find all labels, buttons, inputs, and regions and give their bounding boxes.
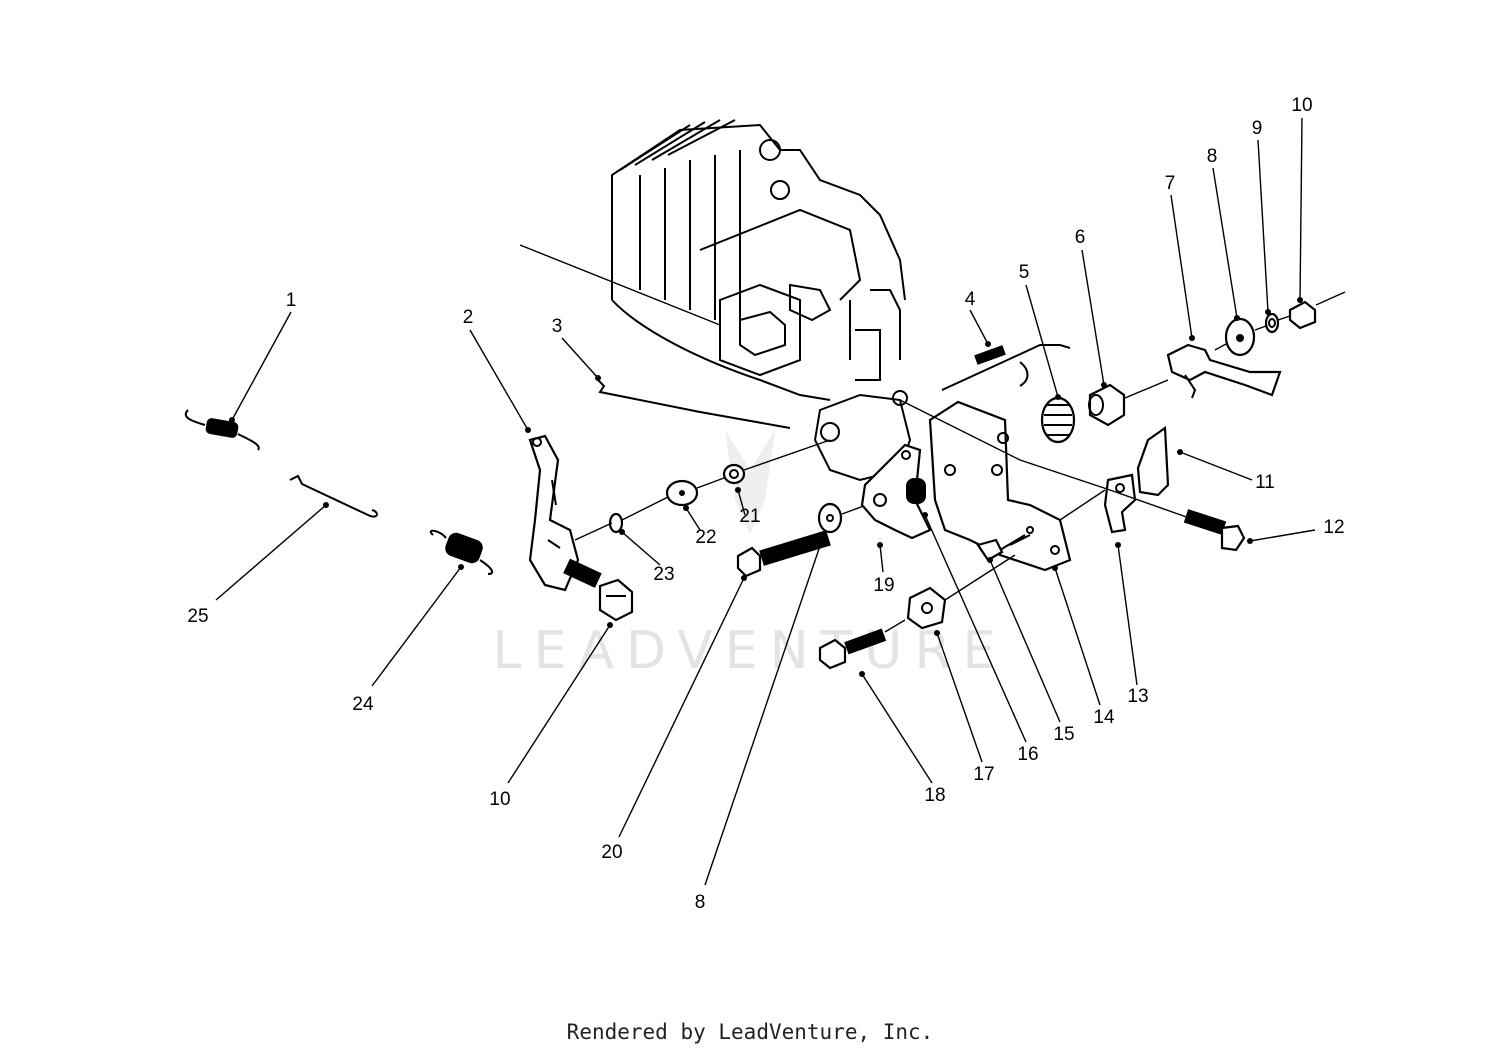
bracket-11-clip-13-screw-12 <box>1103 425 1246 552</box>
callout-8-washer: 8 <box>695 892 706 913</box>
callout-15: 15 <box>1053 724 1074 745</box>
callout-8: 8 <box>1207 146 1218 167</box>
callout-22: 22 <box>695 527 716 548</box>
svg-text:LEADVENTURE: LEADVENTURE <box>493 621 1008 681</box>
washers-21-22-23 <box>574 439 831 541</box>
callout-16: 16 <box>1017 744 1038 765</box>
callout-5: 5 <box>1019 262 1030 283</box>
spring-24 <box>429 529 494 575</box>
footer-credit: Rendered by LeadVenture, Inc. <box>566 1020 934 1044</box>
callout-23: 23 <box>653 564 674 585</box>
leader-lines <box>215 117 1316 886</box>
callout-12: 12 <box>1323 517 1344 538</box>
callout-9: 9 <box>1252 118 1263 139</box>
control-plate-14 <box>928 400 1072 572</box>
bolt-20-washer-8 <box>736 499 881 578</box>
engine-block <box>519 119 912 482</box>
callout-10-nut: 10 <box>489 789 510 810</box>
callout-21: 21 <box>739 506 760 527</box>
rod-25 <box>289 474 378 518</box>
callout-19: 19 <box>873 575 894 596</box>
callout-14: 14 <box>1093 707 1115 728</box>
governor-lever-2 <box>528 434 634 622</box>
alignment-line <box>1059 489 1106 521</box>
callout-2: 2 <box>463 307 474 328</box>
callout-25: 25 <box>187 606 208 627</box>
callout-11: 11 <box>1255 472 1275 493</box>
alignment-line <box>899 399 1196 521</box>
callout-3: 3 <box>552 316 563 337</box>
clip-17-screw-18 <box>818 554 1016 670</box>
callout-20: 20 <box>601 842 622 863</box>
callout-17: 17 <box>973 764 994 785</box>
watermark: LEADVENTURE <box>493 430 1008 681</box>
pin-15-16 <box>976 534 1031 562</box>
callout-18: 18 <box>924 785 945 806</box>
callout-13: 13 <box>1127 686 1148 707</box>
callout-4: 4 <box>965 289 976 310</box>
callout-10: 10 <box>1291 95 1312 116</box>
callout-1: 1 <box>286 290 297 311</box>
lever-7-washer-8-9-nut-10 <box>1166 291 1346 399</box>
rod-spring-bushing-4-5-6 <box>941 344 1169 444</box>
spring-1 <box>184 409 260 451</box>
bracket-19 <box>860 443 932 540</box>
callout-24: 24 <box>352 694 374 715</box>
callout-6: 6 <box>1075 227 1086 248</box>
callout-labels: 1 2 3 4 5 6 7 8 9 10 11 12 13 14 15 16 1… <box>187 95 1344 913</box>
link-rod-3 <box>597 379 791 429</box>
callout-7: 7 <box>1165 173 1176 194</box>
